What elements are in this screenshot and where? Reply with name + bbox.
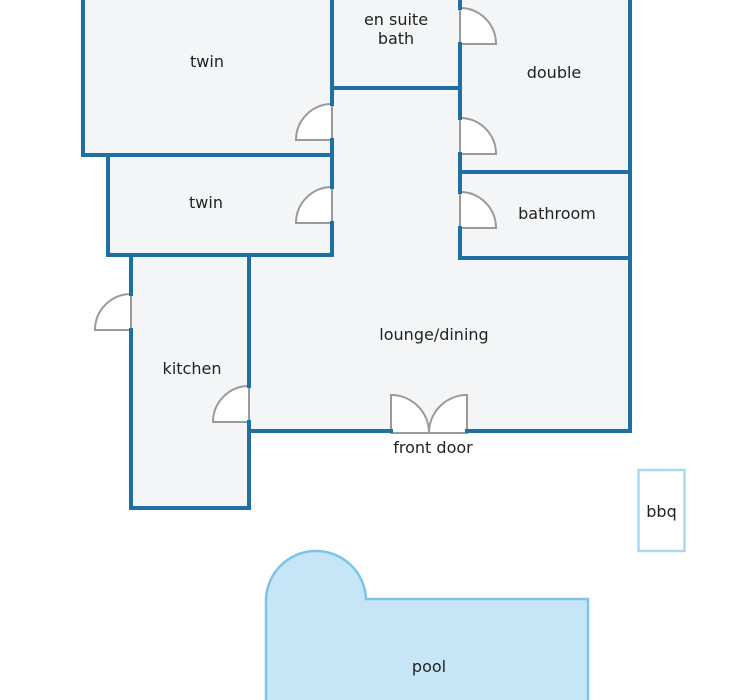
label-bbq: bbq: [646, 502, 676, 521]
label-twin-middle: twin: [189, 193, 223, 212]
pool-area: [264, 549, 590, 700]
door-twin-top: [294, 102, 333, 141]
bbq-area: [637, 468, 686, 553]
label-kitchen: kitchen: [163, 359, 222, 378]
door-kitchen-lounge: [211, 384, 250, 423]
room-labels: twin en suite bath double twin bathroom …: [163, 10, 677, 676]
door-bathroom: [459, 190, 498, 229]
door-front-right: [427, 393, 468, 434]
room-twin-middle: [108, 155, 332, 255]
room-twin-top: [83, 0, 332, 155]
doors: [93, 6, 498, 434]
label-en-suite-line2: bath: [378, 29, 414, 48]
door-twin-middle: [294, 185, 333, 224]
label-front-door: front door: [393, 438, 473, 457]
door-kitchen-outside: [93, 292, 132, 331]
room-hallway: [332, 88, 460, 258]
room-kitchen: [131, 255, 249, 508]
walls: [81, 0, 632, 510]
door-en-suite: [459, 6, 498, 45]
room-floors: [83, 0, 630, 508]
label-twin-top: twin: [190, 52, 224, 71]
label-en-suite-line1: en suite: [364, 10, 428, 29]
door-double: [459, 116, 498, 155]
room-lounge-dining: [249, 255, 630, 431]
label-double: double: [527, 63, 582, 82]
label-pool: pool: [412, 657, 446, 676]
room-en-suite-bath: [332, 0, 460, 88]
label-bathroom: bathroom: [518, 204, 596, 223]
label-lounge-dining: lounge/dining: [379, 325, 488, 344]
